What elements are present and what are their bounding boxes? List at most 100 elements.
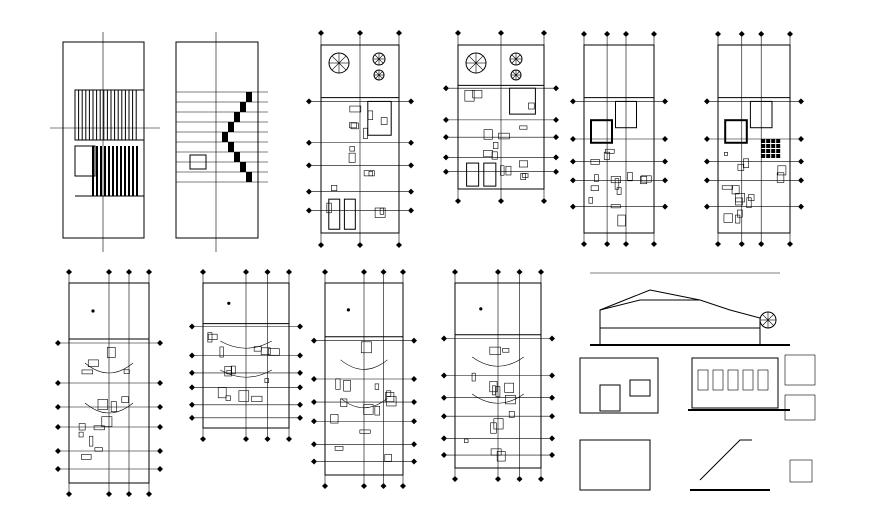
- grid-bubble: [798, 203, 804, 210]
- grid-bubble: [604, 31, 611, 37]
- grid-bubble: [66, 269, 72, 275]
- structural-plan-b: [704, 31, 804, 247]
- stair-step-fill: [246, 172, 252, 182]
- furniture: [490, 422, 497, 434]
- grid-bubble: [311, 376, 317, 382]
- tree-branch: [331, 62, 340, 71]
- furniture: [490, 448, 502, 456]
- grid-bubble: [189, 414, 195, 421]
- grid-bubble: [549, 435, 555, 442]
- window: [697, 369, 709, 391]
- tree-branch: [338, 62, 347, 71]
- grid-bubble: [306, 162, 312, 169]
- circuit-arc: [472, 393, 524, 404]
- window: [757, 369, 769, 391]
- door: [599, 384, 621, 412]
- furniture: [610, 176, 621, 184]
- grid-bubble: [311, 458, 317, 465]
- window: [727, 369, 739, 391]
- grid-bubble: [498, 30, 504, 36]
- grid-bubble: [306, 188, 312, 195]
- furniture: [472, 90, 483, 99]
- grid-bubble: [126, 491, 132, 497]
- furniture: [123, 369, 130, 374]
- grid-bubble: [441, 394, 447, 401]
- grid-bubble: [758, 31, 765, 37]
- tree-branch: [762, 314, 769, 321]
- tree-branch: [378, 54, 384, 60]
- tile: [771, 154, 776, 158]
- furniture: [94, 447, 103, 452]
- furniture: [106, 347, 116, 358]
- plumbing-plan-b: [441, 269, 555, 482]
- grid-bubble: [662, 136, 668, 142]
- tree-branch: [515, 74, 520, 79]
- grid-bubble: [357, 30, 363, 36]
- window: [712, 369, 724, 391]
- grid-bubble: [322, 269, 328, 275]
- tile: [776, 144, 781, 148]
- grid-bubble: [306, 98, 312, 105]
- grid-bubble: [441, 435, 447, 442]
- furniture: [590, 185, 599, 191]
- room: [367, 100, 392, 136]
- furniture: [238, 390, 250, 402]
- grid-bubble: [243, 436, 249, 442]
- furniture: [588, 197, 593, 204]
- tree-branch: [378, 74, 383, 79]
- furniture: [489, 346, 501, 355]
- grid-bubble: [441, 452, 447, 459]
- grid-bubble: [200, 436, 206, 442]
- furniture: [505, 165, 512, 176]
- furniture: [508, 411, 515, 418]
- furniture: [217, 387, 227, 399]
- grid-bubble: [66, 491, 72, 497]
- stair-step-fill: [234, 112, 240, 122]
- furniture: [225, 395, 231, 401]
- grid-bubble: [443, 168, 449, 175]
- furniture: [776, 172, 785, 183]
- car-bay: [483, 162, 497, 187]
- grid-bubble: [538, 476, 544, 482]
- window: [629, 379, 651, 397]
- furniture: [735, 193, 745, 203]
- furniture: [384, 454, 392, 462]
- tree-branch: [378, 71, 383, 76]
- grid-bubble: [297, 323, 303, 330]
- slab-panel: [749, 100, 773, 129]
- furniture: [363, 170, 375, 177]
- tree-branch: [375, 71, 380, 76]
- grid-bubble: [264, 269, 271, 275]
- grid-bubble: [243, 269, 249, 275]
- furniture: [737, 163, 745, 171]
- grid-bubble: [408, 98, 414, 105]
- furniture: [610, 204, 621, 209]
- grid-bubble: [538, 269, 544, 275]
- tree-branch: [515, 71, 520, 76]
- grid-bubble: [297, 352, 303, 359]
- detail-box: [784, 354, 816, 386]
- roof-slab-a: [74, 89, 145, 141]
- car-bay: [466, 162, 480, 187]
- structural-plan-a: [570, 31, 668, 247]
- grid-bubble: [408, 139, 414, 146]
- side-elevation: [691, 357, 779, 409]
- furniture: [374, 383, 380, 390]
- furniture: [121, 396, 129, 403]
- furniture: [363, 127, 368, 139]
- tree-branch: [512, 71, 517, 76]
- grid-bubble: [55, 466, 61, 472]
- furniture: [723, 213, 733, 223]
- grid-bubble: [400, 483, 406, 489]
- grid-bubble: [357, 242, 363, 248]
- stair-step-fill: [234, 152, 240, 162]
- grid-bubble: [549, 394, 555, 401]
- grid-bubble: [662, 158, 668, 165]
- furniture: [89, 435, 94, 447]
- furniture: [219, 346, 224, 358]
- furniture: [385, 392, 395, 403]
- detail-box: [784, 394, 816, 421]
- tree-branch: [515, 58, 521, 64]
